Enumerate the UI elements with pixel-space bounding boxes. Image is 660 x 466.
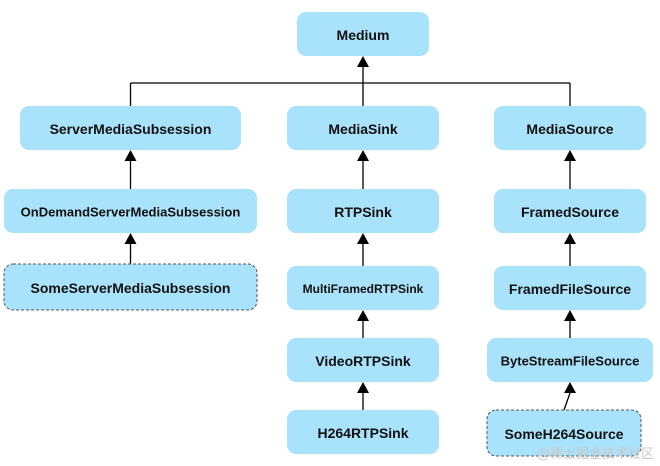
node-box <box>287 189 439 233</box>
edge-video-rtp-sink-to-multi-framed-rtp-sink <box>357 310 369 338</box>
node-h264-rtp-sink: H264RTPSink <box>287 410 439 454</box>
node-box <box>486 409 642 457</box>
edge-bus-to-medium <box>130 56 570 84</box>
node-box <box>3 263 258 311</box>
node-framed-source: FramedSource <box>494 189 646 233</box>
node-label: ServerMediaSubsession <box>50 121 212 137</box>
arrowhead <box>564 150 576 161</box>
edge-some-server-media-subsession-to-on-demand-server-media-subsession <box>124 233 137 264</box>
node-box <box>287 338 439 382</box>
arrowhead <box>357 310 369 321</box>
arrowhead <box>357 382 369 393</box>
node-box <box>487 338 653 382</box>
arrowhead <box>357 56 369 67</box>
node-box <box>4 189 257 233</box>
arrowhead <box>564 233 576 244</box>
node-some-h264-source: SomeH264Source <box>486 409 642 457</box>
node-on-demand-server-media-subsession: OnDemandServerMediaSubsession <box>4 189 257 233</box>
node-server-media-subsession: ServerMediaSubsession <box>20 106 241 150</box>
node-box <box>494 266 646 310</box>
node-media-source: MediaSource <box>494 106 646 150</box>
arrowhead <box>357 150 369 161</box>
node-label: MultiFramedRTPSink <box>303 282 424 296</box>
node-label: OnDemandServerMediaSubsession <box>21 205 241 220</box>
node-box <box>494 189 646 233</box>
node-video-rtp-sink: VideoRTPSink <box>287 338 439 382</box>
node-rtp-sink: RTPSink <box>287 189 439 233</box>
arrowhead <box>564 310 576 321</box>
node-label: MediaSource <box>526 121 613 137</box>
arrowhead <box>124 233 137 244</box>
node-label: VideoRTPSink <box>315 353 411 369</box>
node-some-server-media-subsession: SomeServerMediaSubsession <box>3 263 258 311</box>
node-label: FramedFileSource <box>509 281 631 297</box>
edge-byte-stream-file-source-to-framed-file-source <box>564 310 576 338</box>
node-box <box>287 266 439 310</box>
node-label: Medium <box>337 27 390 43</box>
arrowhead <box>564 382 576 393</box>
node-box <box>297 12 429 56</box>
node-box <box>287 106 439 150</box>
edge-framed-source-to-media-source <box>564 150 576 189</box>
node-framed-file-source: FramedFileSource <box>494 266 646 310</box>
edge-some-h264-source-to-byte-stream-file-source <box>563 382 576 411</box>
node-label: MediaSink <box>328 121 397 137</box>
node-box <box>20 106 241 150</box>
node-medium: Medium <box>297 12 429 56</box>
edge-multi-framed-rtp-sink-to-rtp-sink <box>357 233 369 266</box>
node-label: ByteStreamFileSource <box>501 354 640 369</box>
edge-line <box>563 392 571 411</box>
edge-on-demand-server-media-subsession-to-server-media-subsession <box>124 150 137 189</box>
node-box <box>494 106 646 150</box>
node-byte-stream-file-source: ByteStreamFileSource <box>487 338 653 382</box>
node-label: RTPSink <box>334 204 392 220</box>
node-multi-framed-rtp-sink: MultiFramedRTPSink <box>287 266 439 310</box>
edge-rtp-sink-to-media-sink <box>357 150 369 189</box>
node-label: SomeServerMediaSubsession <box>31 280 231 296</box>
edges-layer <box>124 56 576 411</box>
edge-framed-file-source-to-framed-source <box>564 233 576 266</box>
node-box <box>287 410 439 454</box>
edge-h264-rtp-sink-to-video-rtp-sink <box>357 382 369 410</box>
watermark-text: @稀土掘金技术社区 <box>536 447 654 462</box>
node-label: H264RTPSink <box>317 425 408 441</box>
node-label: SomeH264Source <box>504 426 623 442</box>
arrowhead <box>124 150 137 161</box>
node-label: FramedSource <box>521 204 619 220</box>
arrowhead <box>357 233 369 244</box>
node-media-sink: MediaSink <box>287 106 439 150</box>
nodes-layer: MediumServerMediaSubsessionOnDemandServe… <box>3 12 653 457</box>
